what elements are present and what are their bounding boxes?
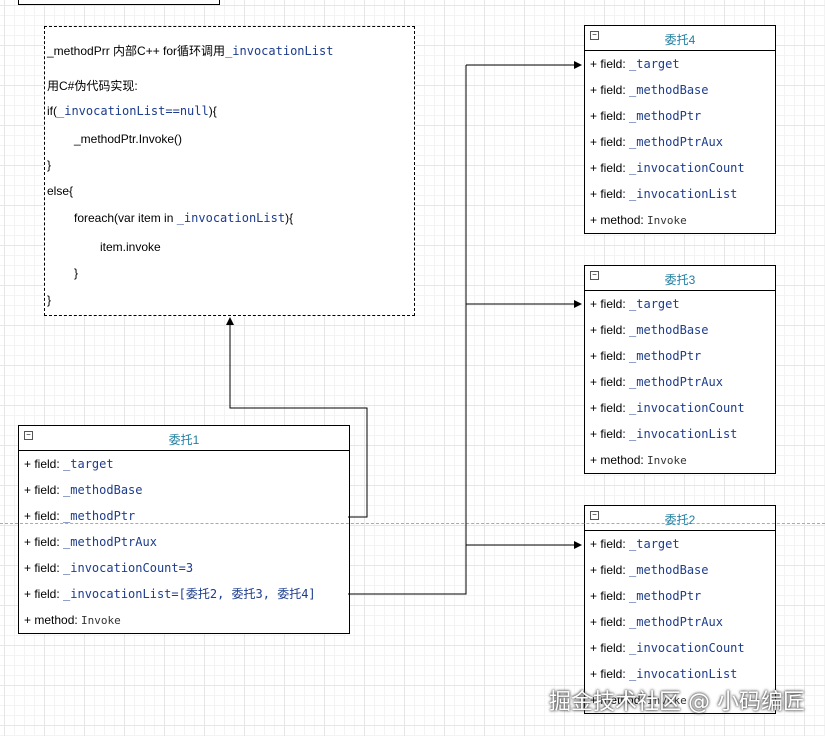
field-row: + field: _methodPtrAux (590, 615, 723, 629)
field-row: + field: _invocationList (590, 187, 738, 201)
class-title: 委托1 (168, 433, 200, 447)
note-line-1: _methodPrr 内部C++ for循环调用_invocationList (47, 42, 333, 59)
class-box-delegate3[interactable]: − 委托3 + field: _target + field: _methodB… (584, 265, 776, 474)
note-text: ){ (285, 211, 294, 225)
class-header: − 委托4 (585, 26, 775, 51)
field-row: + field: _methodPtr (24, 509, 136, 523)
class-title: 委托4 (664, 33, 696, 47)
note-line-6: else{ (47, 184, 74, 198)
field-row: + field: _methodPtr (590, 109, 702, 123)
note-line-3: if(_invocationList==null){ (47, 104, 217, 118)
note-text: if( (47, 104, 57, 118)
note-code: _invocationList (225, 44, 334, 58)
collapse-toggle-icon[interactable]: − (590, 511, 599, 520)
note-line-2: 用C#伪代码实现: (47, 79, 138, 93)
field-row: + field: _methodBase (590, 83, 709, 97)
class-title: 委托3 (664, 273, 696, 287)
collapse-toggle-icon[interactable]: − (590, 31, 599, 40)
field-row: + field: _invocationList=[委托2, 委托3, 委托4] (24, 587, 316, 601)
note-line-8: item.invoke (100, 240, 161, 254)
field-row: + field: _invocationCount=3 (24, 561, 194, 575)
guide-line (0, 523, 825, 524)
class-header: − 委托3 (585, 266, 775, 291)
field-row: + field: _methodPtrAux (24, 535, 157, 549)
class-box-delegate4[interactable]: − 委托4 + field: _target + field: _methodB… (584, 25, 776, 234)
note-line-4: _methodPtr.Invoke() (74, 132, 183, 146)
field-row: + field: _methodPtrAux (590, 135, 723, 149)
note-code: _invocationList==null (57, 104, 209, 118)
field-row: + field: _methodPtrAux (590, 375, 723, 389)
partial-box (18, 0, 220, 5)
note-line-7: foreach(var item in _invocationList){ (74, 211, 293, 225)
method-row: + method: Invoke (590, 213, 687, 227)
connector-trunk[interactable] (348, 65, 467, 595)
pseudocode-note[interactable]: _methodPrr 内部C++ for循环调用_invocationList … (44, 26, 415, 316)
class-box-delegate2[interactable]: − 委托2 + field: _target + field: _methodB… (584, 505, 776, 714)
field-row: + field: _target (590, 537, 680, 551)
field-row: + field: _methodBase (24, 483, 143, 497)
field-row: + field: _methodPtr (590, 589, 702, 603)
field-row: + field: _methodBase (590, 323, 709, 337)
field-row: + field: _methodBase (590, 563, 709, 577)
field-row: + field: _methodPtr (590, 349, 702, 363)
field-row: + field: _invocationList (590, 427, 738, 441)
connector-to-note[interactable] (226, 317, 368, 518)
field-row: + field: _target (590, 57, 680, 71)
method-row: + method: Invoke (24, 613, 121, 627)
note-line-5: } (47, 158, 52, 172)
collapse-toggle-icon[interactable]: − (590, 271, 599, 280)
note-text: foreach(var item in (74, 211, 177, 225)
note-text: _methodPrr 内部C++ for循环调用 (47, 44, 226, 58)
field-row: + field: _target (590, 297, 680, 311)
note-line-9: } (74, 266, 79, 280)
field-row: + field: _invocationCount (590, 401, 745, 415)
watermark: 掘金技术社区 @ 小码编匠 (549, 690, 805, 715)
class-box-delegate1[interactable]: − 委托1 + field: _target + field: _methodB… (18, 425, 350, 634)
method-row: + method: Invoke (590, 693, 687, 707)
note-line-10: } (47, 293, 52, 307)
method-row: + method: Invoke (590, 453, 687, 467)
field-row: + field: _invocationCount (590, 161, 745, 175)
field-row: + field: _invocationCount (590, 641, 745, 655)
field-row: + field: _invocationList (590, 667, 738, 681)
note-code: _invocationList (176, 211, 286, 225)
field-row: + field: _target (24, 457, 114, 471)
collapse-toggle-icon[interactable]: − (24, 431, 33, 440)
note-text: ){ (208, 104, 217, 118)
class-header: − 委托1 (19, 426, 349, 451)
